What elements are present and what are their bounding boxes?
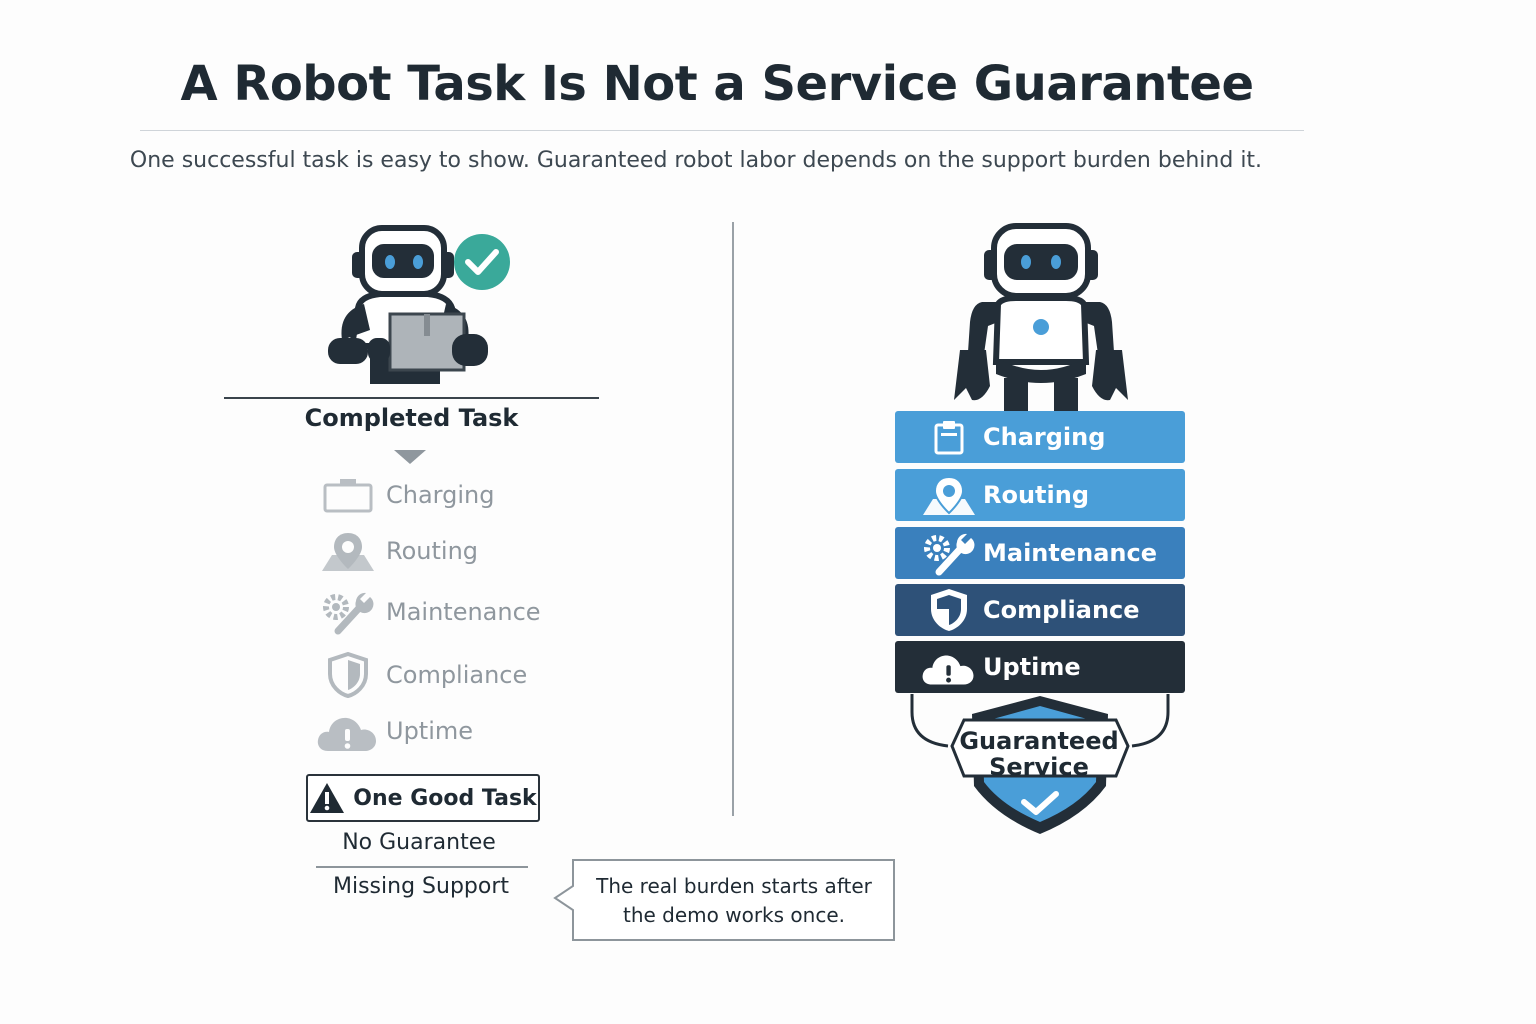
clipboard-icon [921,415,977,459]
robot-icon [954,223,1128,412]
guaranteed-service-label: Guaranteed Service [954,728,1124,780]
one-good-task-box: One Good Task [306,774,540,822]
robot-with-package-icon [328,225,510,384]
callout-bubble [553,859,895,941]
stack-bar-label: Maintenance [983,539,1158,567]
page-title: A Robot Task Is Not a Service Guarantee [180,56,1255,112]
ghost-item-label: Maintenance [386,598,541,626]
map-pin-icon [921,473,977,517]
title-divider [140,130,1304,131]
robot-base-line [224,397,599,399]
shield-icon [921,588,977,632]
cloud-alert-icon [921,645,977,689]
stack-bar-routing: Routing [895,469,1185,521]
cloud-alert-icon [316,707,380,755]
separator-line [316,866,528,868]
battery-icon [316,471,380,519]
stack-bar-label: Compliance [983,596,1140,624]
column-divider [732,222,734,816]
stack-bar-charging: Charging [895,411,1185,463]
ghost-item-compliance: Compliance [316,650,527,700]
missing-support-label: Missing Support [333,874,509,899]
no-guarantee-label: No Guarantee [342,830,496,855]
shield-line: Guaranteed [959,727,1119,755]
ghost-item-uptime: Uptime [316,706,473,756]
gear-wrench-icon [316,588,380,636]
map-pin-icon [316,527,380,575]
shield-line: Service [989,753,1089,781]
stack-bar-label: Uptime [983,653,1081,681]
stack-bar-compliance: Compliance [895,584,1185,636]
ghost-item-charging: Charging [316,470,494,520]
page-subtitle: One successful task is easy to show. Gua… [129,148,1263,173]
stack-bar-label: Routing [983,481,1090,509]
gear-wrench-icon [921,531,977,576]
guaranteed-shield-badge [910,694,1170,834]
completed-task-label: Completed Task [304,404,519,432]
shield-icon [316,651,380,699]
one-good-task-label: One Good Task [353,785,537,811]
ghost-item-label: Compliance [386,661,528,689]
stack-bar-label: Charging [983,423,1106,451]
stack-bar-uptime: Uptime [895,641,1185,693]
ghost-item-label: Charging [386,481,495,509]
callout-text: The real burden starts after the demo wo… [574,872,894,930]
warning-icon [310,783,345,813]
stack-bar-maintenance: Maintenance [895,527,1185,579]
ghost-item-maintenance: Maintenance [316,587,541,637]
callout-line: the demo works once. [622,903,845,927]
ghost-item-label: Routing [386,537,479,565]
chevron-down-icon [394,450,426,464]
callout-line: The real burden starts after [596,874,872,898]
ghost-item-label: Uptime [386,717,474,745]
ghost-item-routing: Routing [316,526,478,576]
